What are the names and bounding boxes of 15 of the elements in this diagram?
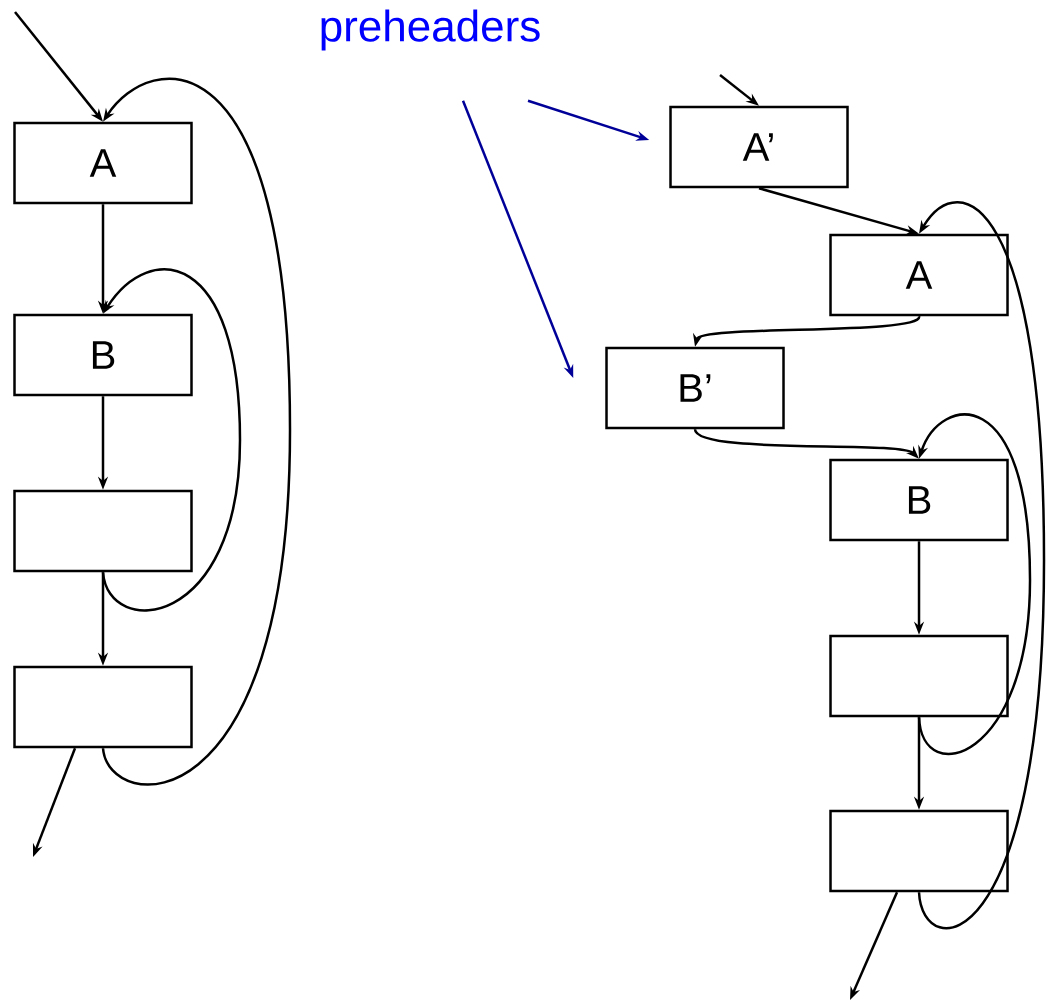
block-box: A	[829, 233, 1009, 317]
arrow	[101, 77, 292, 786]
empty-box	[13, 665, 193, 749]
block-box: A’	[669, 105, 849, 189]
block-box: B	[13, 313, 193, 397]
annotation-text: preheaders	[321, 9, 540, 51]
block-box: B’	[605, 346, 785, 430]
arrow	[101, 268, 242, 612]
empty-box	[829, 809, 1009, 893]
block-box: B	[829, 458, 1009, 542]
empty-box	[829, 634, 1009, 718]
arrow	[917, 413, 1032, 756]
block-box: A	[13, 121, 193, 205]
arrow	[917, 201, 1046, 929]
empty-box	[13, 489, 193, 573]
